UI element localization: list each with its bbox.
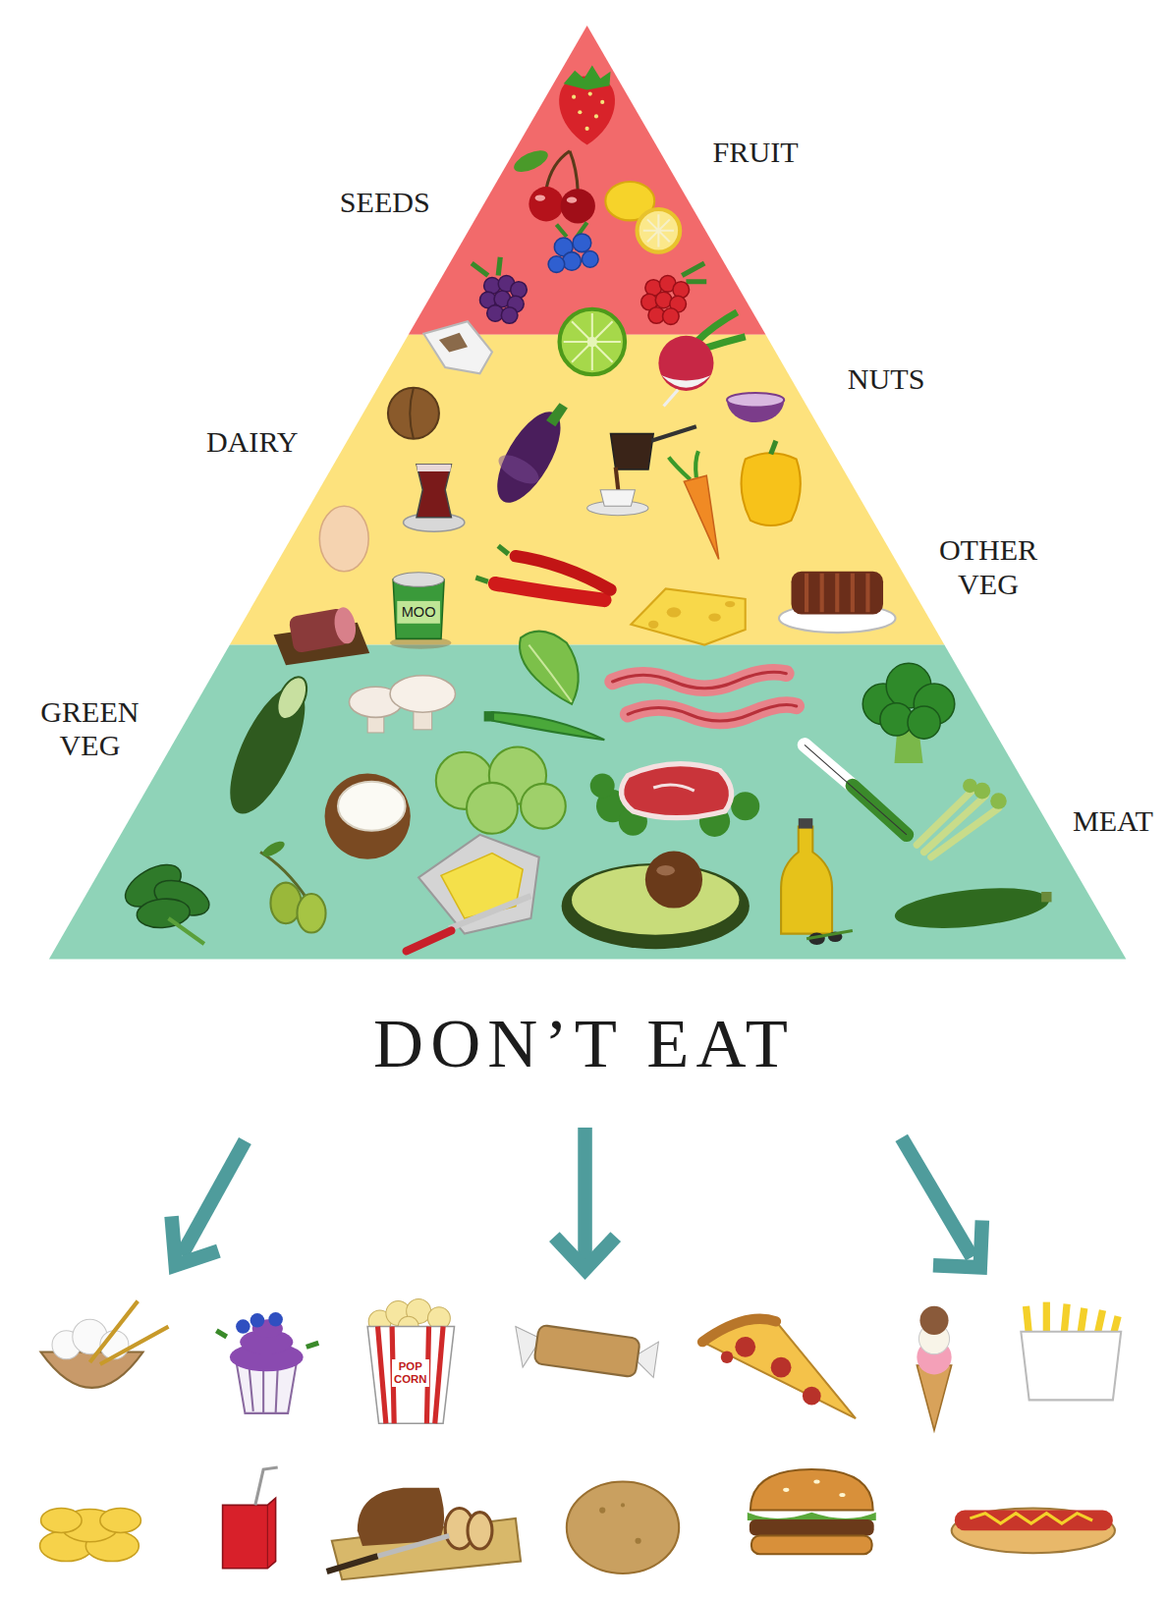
group-label: MEAT bbox=[1072, 804, 1154, 839]
group-label: SEEDS bbox=[339, 185, 431, 221]
group-label: NUTS bbox=[847, 362, 926, 397]
group-label: FRUIT bbox=[713, 135, 799, 170]
section-heading: DON’T EAT bbox=[373, 1003, 795, 1084]
popcorn-text: POP CORN bbox=[391, 1359, 430, 1388]
yogurt-brand: MOO bbox=[401, 604, 437, 621]
group-label: GREEN VEG bbox=[40, 695, 139, 764]
group-label: DAIRY bbox=[206, 425, 299, 460]
group-label: OTHER VEG bbox=[939, 533, 1038, 602]
